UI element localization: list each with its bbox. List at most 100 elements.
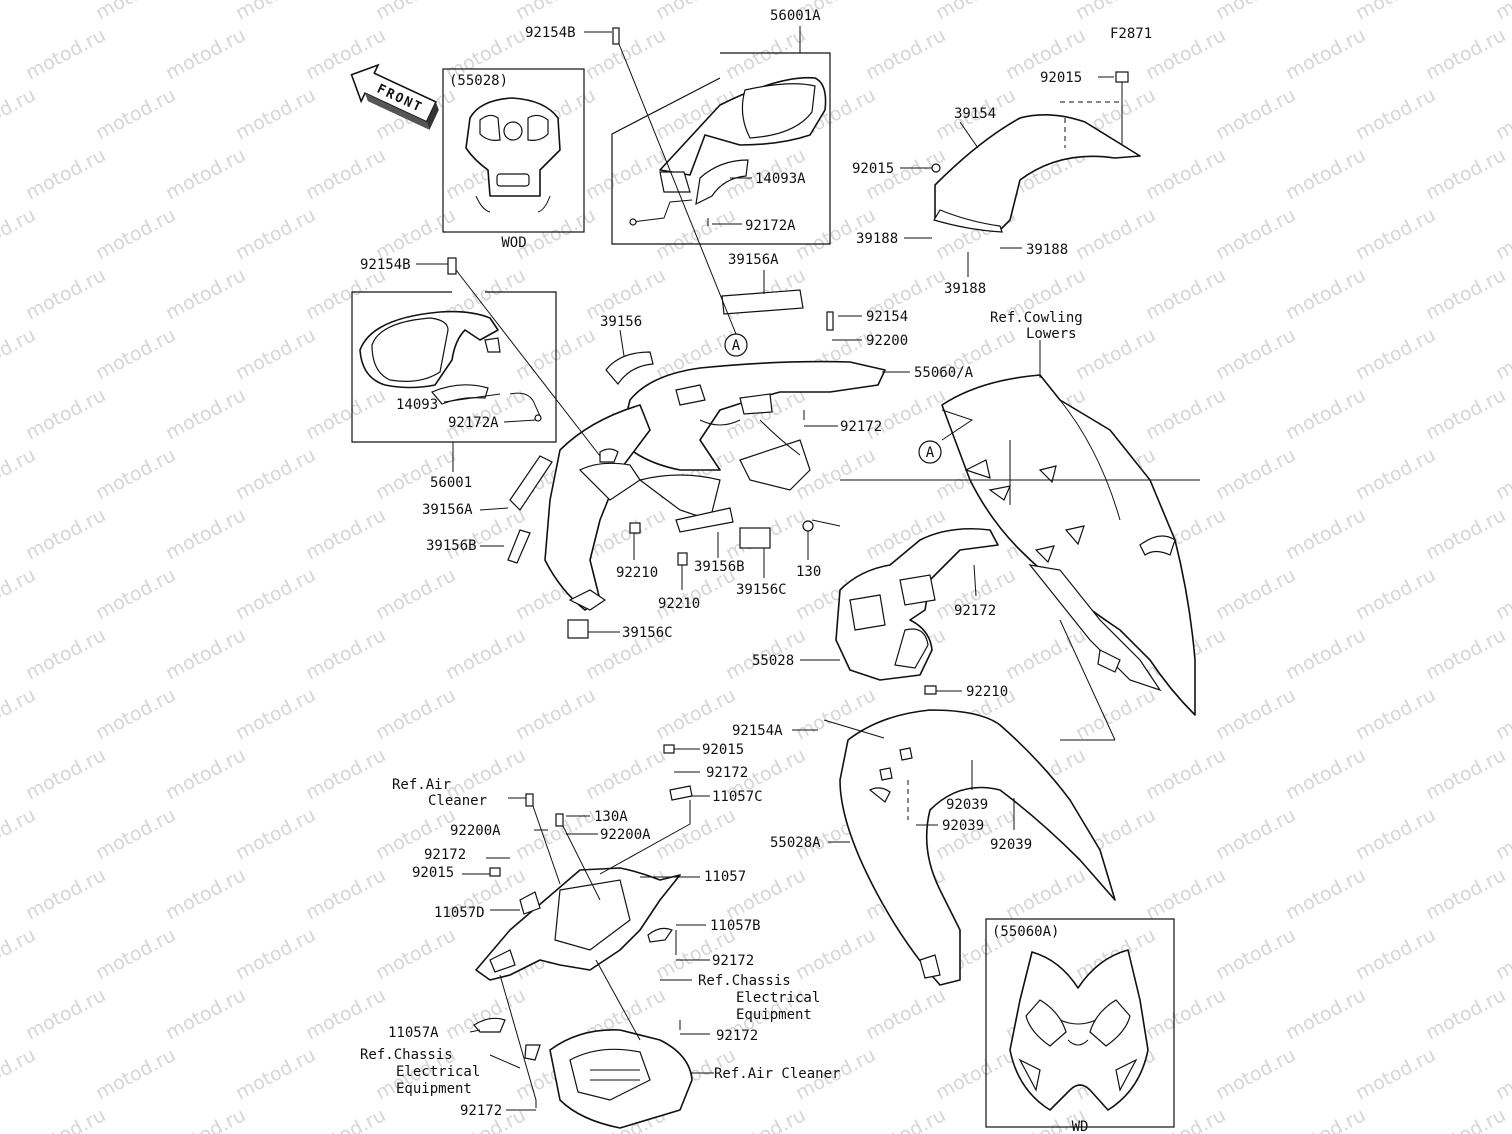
part-labels: 92154B 56001A 14093A 92172A 92015 39154 … bbox=[360, 8, 1083, 1119]
watermark-text: motod.ru bbox=[862, 24, 949, 84]
reference-marker-a-top-label: A bbox=[732, 338, 741, 354]
watermark-text: motod.ru bbox=[302, 624, 389, 684]
watermark-text: motod.ru bbox=[1212, 444, 1299, 504]
label-92039-b: 92039 bbox=[942, 818, 984, 834]
mirror-left-group bbox=[351, 291, 557, 472]
label-92172-l3: 92172 bbox=[712, 953, 754, 969]
watermark-text: motod.ru bbox=[1212, 924, 1299, 984]
watermark-text: motod.ru bbox=[92, 924, 179, 984]
watermark-text: motod.ru bbox=[22, 504, 109, 564]
watermark-text: motod.ru bbox=[1282, 1104, 1369, 1134]
watermark-text: motod.ru bbox=[302, 984, 389, 1044]
watermark-text: motod.ru bbox=[22, 624, 109, 684]
label-92015-low: 92015 bbox=[702, 742, 744, 758]
upper-cowl bbox=[544, 360, 886, 611]
label-92154b-top: 92154B bbox=[525, 25, 576, 41]
label-39156b-mid: 39156B bbox=[694, 559, 745, 575]
watermark-text: motod.ru bbox=[0, 1044, 39, 1104]
inset-wd-code: (55060A) bbox=[992, 924, 1059, 940]
watermark-text: motod.ru bbox=[1212, 1044, 1299, 1104]
label-39156c-a: 39156C bbox=[736, 582, 787, 598]
watermark-text: motod.ru bbox=[862, 984, 949, 1044]
watermark-text: motod.ru bbox=[932, 804, 1019, 864]
watermark-text: motod.ru bbox=[1352, 84, 1439, 144]
label-39156a-left: 39156A bbox=[422, 502, 473, 518]
watermark-text: motod.ru bbox=[1352, 804, 1439, 864]
watermark-text: motod.ru bbox=[1212, 0, 1299, 24]
watermark-text: motod.ru bbox=[1422, 744, 1509, 804]
label-ref-chassis-2: Electrical bbox=[736, 990, 820, 1006]
watermark-text: motod.ru bbox=[1492, 804, 1512, 864]
label-ref-chassis-1: Ref.Chassis bbox=[698, 973, 791, 989]
watermark-text: motod.ru bbox=[372, 684, 459, 744]
reference-marker-a-right-label: A bbox=[926, 445, 935, 461]
watermark-text: motod.ru bbox=[1492, 84, 1512, 144]
watermark-text: motod.ru bbox=[1422, 24, 1509, 84]
watermark-text: motod.ru bbox=[1142, 1104, 1229, 1134]
watermark-text: motod.ru bbox=[1492, 564, 1512, 624]
label-39156a-top: 39156A bbox=[728, 252, 779, 268]
watermark-text: motod.ru bbox=[302, 864, 389, 924]
watermark-text: motod.ru bbox=[1072, 204, 1159, 264]
label-92172-low: 92172 bbox=[706, 765, 748, 781]
label-92172-l4: 92172 bbox=[716, 1028, 758, 1044]
watermark-text: motod.ru bbox=[1142, 24, 1229, 84]
watermark-text: motod.ru bbox=[1492, 924, 1512, 984]
watermark-text: motod.ru bbox=[372, 0, 459, 24]
watermark-text: motod.ru bbox=[302, 744, 389, 804]
label-92154: 92154 bbox=[866, 309, 908, 325]
label-92039-a: 92039 bbox=[946, 797, 988, 813]
watermark-text: motod.ru bbox=[0, 0, 39, 24]
watermark-text: motod.ru bbox=[162, 24, 249, 84]
watermark-text: motod.ru bbox=[582, 24, 669, 84]
watermark-text: motod.ru bbox=[1352, 1044, 1439, 1104]
watermark-text: motod.ru bbox=[22, 144, 109, 204]
watermark-text: motod.ru bbox=[1282, 624, 1369, 684]
watermark-text: motod.ru bbox=[582, 144, 669, 204]
watermark-text: motod.ru bbox=[22, 264, 109, 324]
watermark-text: motod.ru bbox=[1422, 144, 1509, 204]
label-39156: 39156 bbox=[600, 314, 642, 330]
label-ref-chassis-b1: Ref.Chassis bbox=[360, 1047, 453, 1063]
watermark-text: motod.ru bbox=[0, 564, 39, 624]
watermark-text: motod.ru bbox=[162, 744, 249, 804]
watermark-text: motod.ru bbox=[1072, 684, 1159, 744]
watermark-text: motod.ru bbox=[0, 84, 39, 144]
label-11057: 11057 bbox=[704, 869, 746, 885]
label-55060a: 55060/A bbox=[914, 365, 974, 381]
inner-panel-55028a bbox=[839, 709, 1116, 986]
watermark-text: motod.ru bbox=[1282, 264, 1369, 324]
watermark-text: motod.ru bbox=[232, 804, 319, 864]
watermark-text: motod.ru bbox=[512, 0, 599, 24]
watermark-text: motod.ru bbox=[1282, 504, 1369, 564]
leader-lines bbox=[416, 31, 1200, 1111]
label-14093: 14093 bbox=[396, 397, 438, 413]
watermark-text: motod.ru bbox=[302, 504, 389, 564]
inset-wod-code: (55028) bbox=[449, 73, 508, 89]
watermark-text: motod.ru bbox=[0, 684, 39, 744]
watermark-text: motod.ru bbox=[1492, 204, 1512, 264]
inset-wod-caption: WOD bbox=[501, 235, 526, 251]
label-92210-c: 92210 bbox=[966, 684, 1008, 700]
watermark-text: motod.ru bbox=[162, 384, 249, 444]
label-11057b: 11057B bbox=[710, 918, 761, 934]
watermark-text: motod.ru bbox=[1142, 144, 1229, 204]
watermark-text: motod.ru bbox=[302, 144, 389, 204]
watermark-text: motod.ru bbox=[1492, 1044, 1512, 1104]
watermark-text: motod.ru bbox=[652, 684, 739, 744]
watermark-text: motod.ru bbox=[232, 204, 319, 264]
inset-wd-caption: WD bbox=[1072, 1119, 1089, 1134]
watermark-text: motod.ru bbox=[22, 384, 109, 444]
watermark-text: motod.ru bbox=[1002, 864, 1089, 924]
watermark-text: motod.ru bbox=[1212, 564, 1299, 624]
watermark-text: motod.ru bbox=[302, 384, 389, 444]
label-92154b-left: 92154B bbox=[360, 257, 411, 273]
watermark-text: motod.ru bbox=[232, 444, 319, 504]
label-92172-bottom: 92172 bbox=[460, 1103, 502, 1119]
watermark-text: motod.ru bbox=[1282, 744, 1369, 804]
watermark-text: motod.ru bbox=[1492, 0, 1512, 24]
label-ref-air-cleaner: Ref.Air Cleaner bbox=[714, 1066, 840, 1082]
reference-marker-a-top: A bbox=[724, 333, 748, 357]
inset-wd: (55060A) WD bbox=[985, 918, 1175, 1134]
watermark-text: motod.ru bbox=[722, 24, 809, 84]
